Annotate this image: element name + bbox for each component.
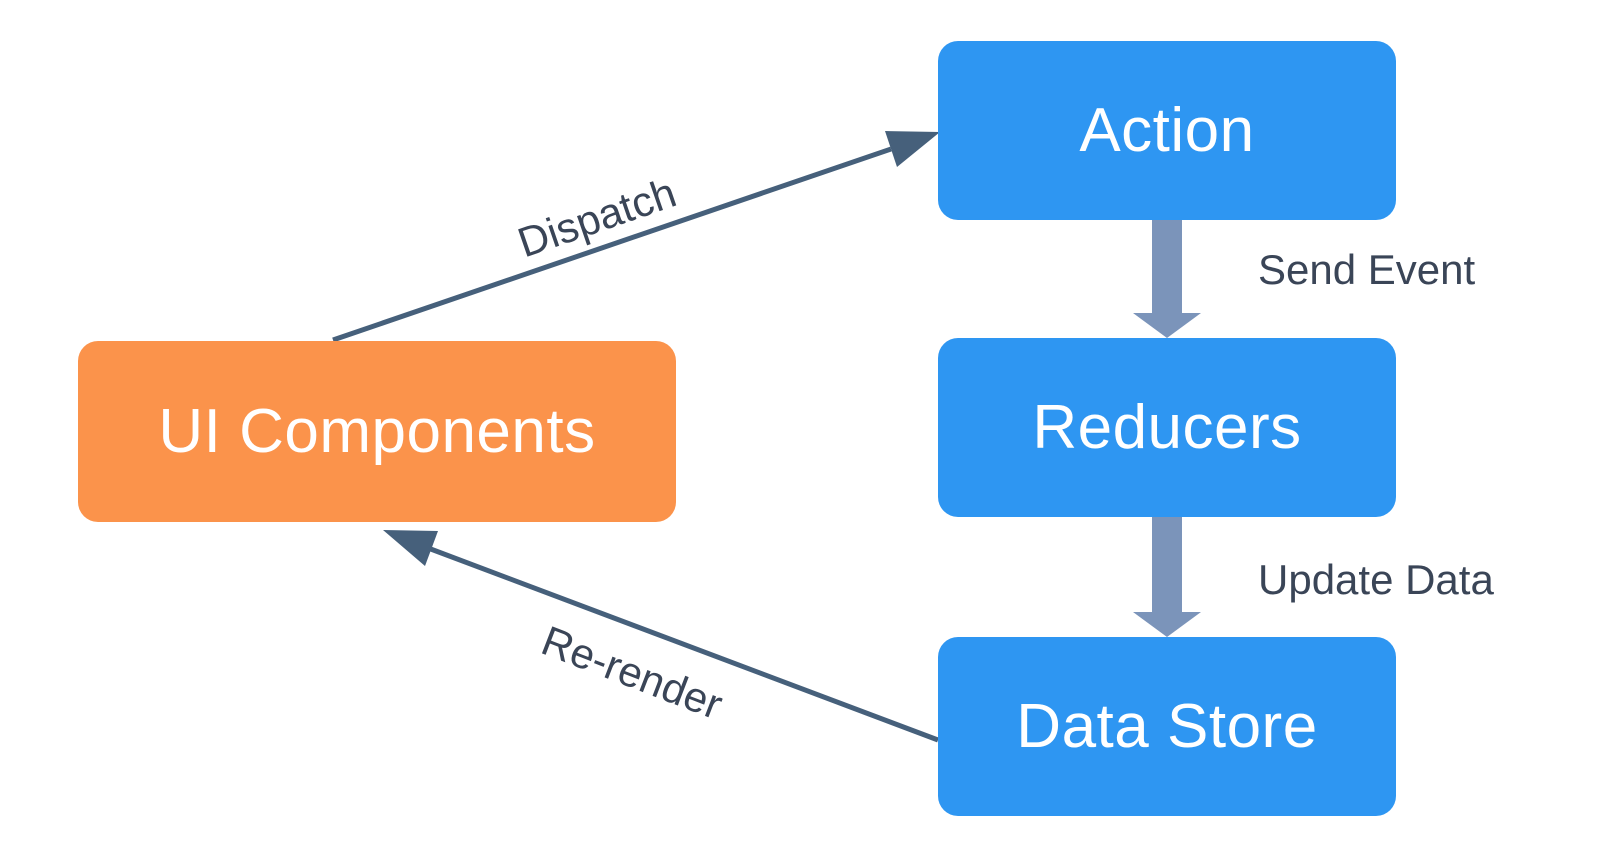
- node-data-store: Data Store: [938, 637, 1396, 816]
- dispatch-arrowhead-icon: [885, 131, 940, 167]
- update-data-arrow-shaft: [1152, 517, 1182, 612]
- update-data-arrowhead-icon: [1133, 612, 1201, 637]
- send-event-arrow-shaft: [1152, 220, 1182, 313]
- node-ui-components-label: UI Components: [158, 397, 596, 466]
- edge-label-update-data: Update Data: [1258, 556, 1494, 603]
- node-data-store-label: Data Store: [1016, 692, 1318, 761]
- node-action-label: Action: [1079, 96, 1255, 165]
- re-render-arrowhead-icon: [383, 530, 438, 566]
- dispatch-arrow-line: [332, 146, 892, 343]
- re-render-arrow-line: [427, 545, 939, 743]
- node-ui-components: UI Components: [78, 341, 676, 522]
- node-action: Action: [938, 41, 1396, 220]
- edge-label-send-event: Send Event: [1258, 246, 1476, 293]
- send-event-arrowhead-icon: [1133, 313, 1201, 338]
- node-reducers: Reducers: [938, 338, 1396, 517]
- node-reducers-label: Reducers: [1032, 393, 1302, 462]
